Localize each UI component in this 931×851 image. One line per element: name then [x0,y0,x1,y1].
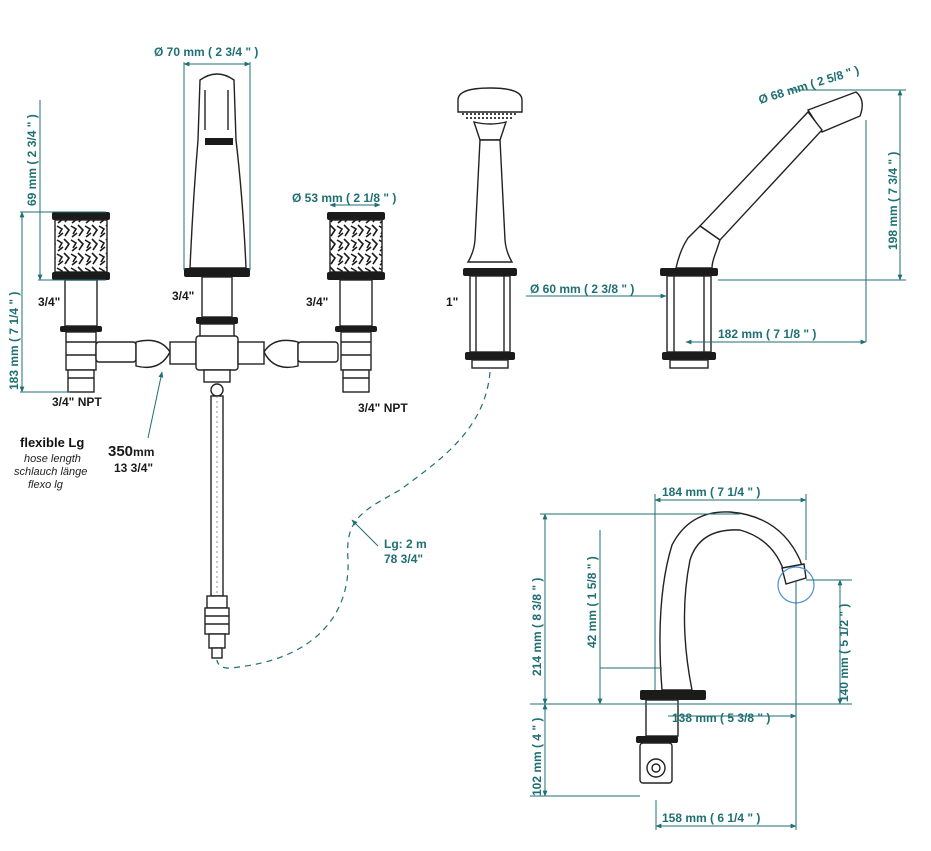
dim-spout-diameter: Ø 70 mm ( 2 3/4 " ) [154,45,258,59]
dimension-lines [19,61,906,830]
dim-spout-138: 138 mm ( 5 3/8 " ) [672,711,770,725]
hand-shower-side [660,91,863,369]
label-thread-center: 3/4" [172,289,194,303]
left-valve [52,212,110,393]
label-thread-right: 3/4" [306,295,328,309]
center-spout [184,73,250,339]
label-thread-shower: 1" [446,295,458,309]
hose-icon [204,395,230,659]
label-flex-length: 350mm [108,443,154,460]
label-flex-length-in: 13 3/4" [114,461,153,475]
dim-spout-158: 158 mm ( 6 1/4 " ) [662,811,760,825]
dim-handle-height: 69 mm ( 2 3/4 " ) [25,114,39,206]
legend-line-3: flexo lg [28,479,64,491]
hand-shower-icon [457,87,523,113]
right-valve [327,212,385,393]
hand-shower-front [457,87,523,369]
label-hose-lg-in: 78 3/4" [384,552,423,566]
shower-hose-path [216,371,491,669]
dim-under-deck: 102 mm ( 4 " ) [530,718,544,796]
label-npt-left: 3/4" NPT [52,395,102,409]
dim-spout-length: 184 mm ( 7 1/4 " ) [662,485,760,499]
legend: flexible Lg hose length schlauch länge f… [14,435,87,491]
dim-hand-shower-length: 182 mm ( 7 1/8 " ) [718,327,816,341]
dim-spout-140: 140 mm ( 5 1/2 " ) [837,604,851,702]
tub-spout [636,511,815,784]
manifold [95,335,339,397]
dim-valve-height: 183 mm ( 7 1/4 " ) [7,292,21,390]
spout-icon [189,73,247,269]
valve-handle-icon [54,219,108,273]
label-npt-right: 3/4" NPT [358,401,408,415]
dim-holder-diameter: Ø 60 mm ( 2 3/8 " ) [530,282,634,296]
legend-line-2: schlauch länge [14,466,87,478]
dim-handle-diameter: Ø 53 mm ( 2 1/8 " ) [292,191,396,205]
label-hose-lg: Lg: 2 m [384,537,427,551]
dim-spout-total-height: 214 mm ( 8 3/8 " ) [530,578,544,676]
valve-handle-icon [329,219,383,273]
label-thread-left: 3/4" [38,295,60,309]
legend-title: flexible Lg [20,435,84,450]
legend-line-1: hose length [24,453,81,465]
dim-spout-42: 42 mm ( 1 5/8 " ) [585,556,599,648]
dim-hand-shower-height: 198 mm ( 7 3/4 " ) [886,152,900,250]
